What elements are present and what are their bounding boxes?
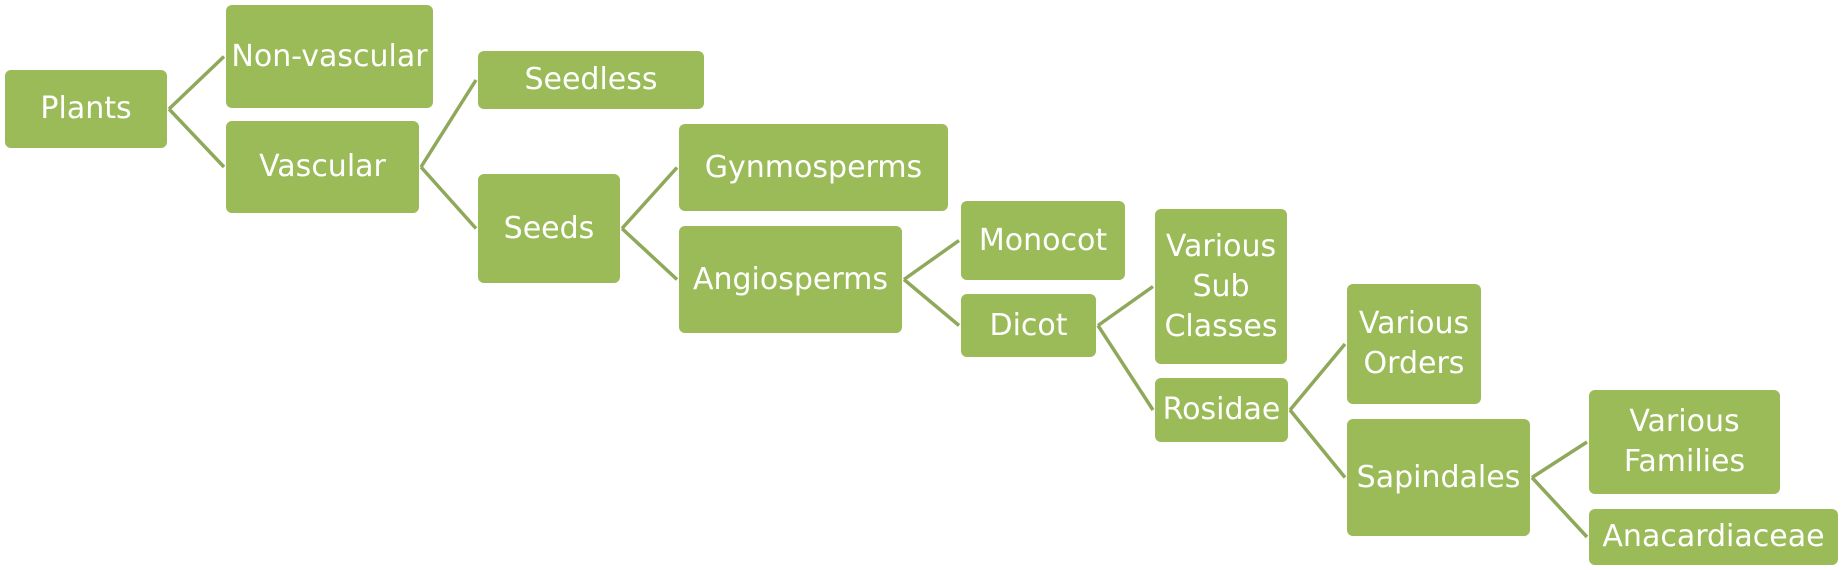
- connector-rosidae-to-sapindales: [1288, 408, 1347, 479]
- connector-vascular-to-seeds: [419, 165, 478, 230]
- connector-dicot-to-various-sub-classes: [1096, 285, 1155, 327]
- node-angiosperms: Angiosperms: [679, 226, 902, 333]
- connector-seeds-to-gymnosperms: [620, 166, 679, 230]
- node-plants: Plants: [5, 70, 167, 148]
- node-non-vascular: Non-vascular: [226, 5, 433, 108]
- node-gymnosperms: Gynmosperms: [679, 124, 948, 211]
- connector-sapindales-to-various-families: [1531, 440, 1588, 479]
- connector-angiosperms-to-monocot: [902, 239, 961, 281]
- connector-rosidae-to-various-orders: [1288, 342, 1347, 412]
- node-seedless: Seedless: [478, 51, 704, 109]
- node-sapindales: Sapindales: [1347, 419, 1530, 536]
- connector-seeds-to-angiosperms: [620, 227, 679, 281]
- node-anacardiaceae: Anacardiaceae: [1589, 509, 1838, 565]
- node-dicot: Dicot: [961, 294, 1096, 357]
- node-monocot: Monocot: [961, 201, 1125, 280]
- connector-plants-to-vascular: [167, 107, 226, 169]
- node-various-sub-classes: Various Sub Classes: [1155, 209, 1287, 364]
- connector-sapindales-to-anacardiaceae: [1530, 476, 1589, 539]
- connector-angiosperms-to-dicot: [902, 278, 961, 327]
- connector-vascular-to-seedless: [419, 79, 478, 168]
- node-rosidae: Rosidae: [1155, 378, 1288, 442]
- node-various-families: Various Families: [1589, 390, 1780, 494]
- connector-plants-to-non-vascular: [167, 55, 226, 111]
- node-vascular: Vascular: [226, 121, 419, 213]
- node-various-orders: Various Orders: [1347, 284, 1481, 404]
- node-seeds: Seeds: [478, 174, 620, 283]
- connector-dicot-to-rosidae: [1096, 324, 1155, 411]
